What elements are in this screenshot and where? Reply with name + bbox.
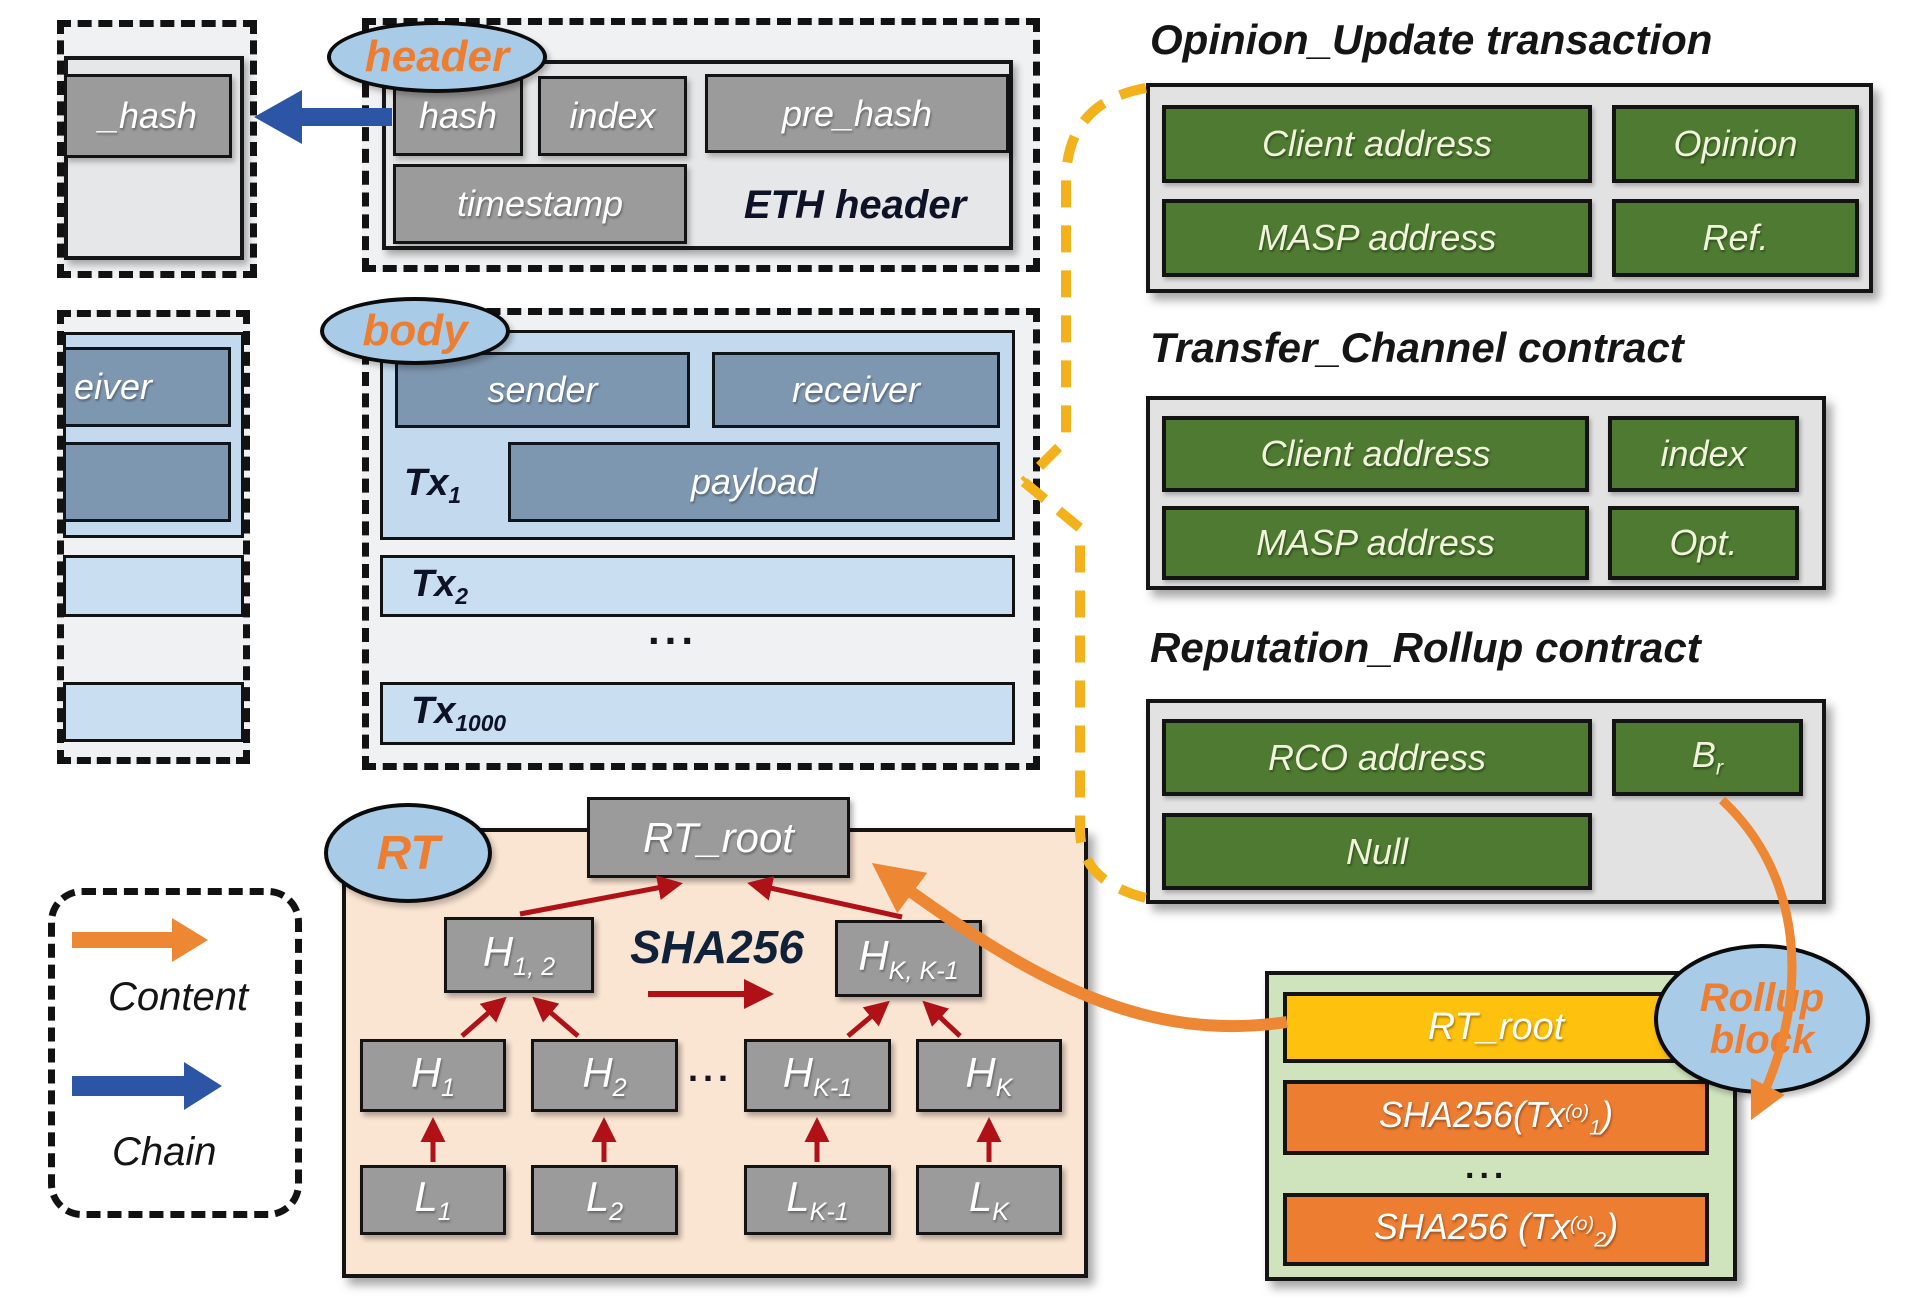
rollup-rt-root-box: RT_root <box>1283 992 1709 1063</box>
prev-tx1000-row <box>63 682 244 742</box>
index-label: index <box>569 95 656 136</box>
timestamp-field: timestamp <box>393 164 687 244</box>
legend-content-label: Content <box>108 975 249 1019</box>
br-cell: Br <box>1612 719 1803 796</box>
transfer-client-address-cell: Client address <box>1162 416 1589 492</box>
prev-hash-field: _hash <box>64 74 232 158</box>
tx1000-row: Tx1000 <box>380 682 1015 745</box>
rollup-hash1-box: SHA256(Tx(o)1) <box>1283 1080 1709 1155</box>
sender-field: sender <box>395 352 690 428</box>
prev-receiver-label: eiver <box>74 366 153 407</box>
opinion-client-address-cell: Client address <box>1162 105 1592 183</box>
hk-node: HK <box>916 1039 1062 1112</box>
prev-hash-label: _hash <box>98 95 198 136</box>
tx2-row: Tx2 <box>380 555 1015 617</box>
l2-node: L2 <box>531 1165 678 1235</box>
rollup-ellipse-line1: Rollup <box>1699 976 1825 1020</box>
prev-tx2-row <box>63 555 244 617</box>
header-ellipse: header <box>327 21 547 93</box>
opinion-masp-address-cell: MASP address <box>1162 199 1592 277</box>
rollup-ellipse: Rollup block <box>1654 944 1870 1094</box>
lk-node: LK <box>916 1165 1062 1235</box>
opinion-update-title: Opinion_Update transaction <box>1150 16 1713 63</box>
payload-field: payload <box>508 442 1000 522</box>
hk1-node: HK-1 <box>744 1039 891 1112</box>
opinion-cell: Opinion <box>1612 105 1859 183</box>
receiver-field: receiver <box>712 352 1000 428</box>
prev-payload-field <box>63 442 231 522</box>
rt-root-node: RT_root <box>587 797 850 878</box>
transfer-index-cell: index <box>1608 416 1799 492</box>
tx1-label: Tx1 <box>404 462 462 508</box>
opinion-ref-cell: Ref. <box>1612 199 1859 277</box>
transfer-masp-address-cell: MASP address <box>1162 506 1589 580</box>
timestamp-label: timestamp <box>456 183 624 224</box>
header-ellipse-label: header <box>364 32 510 81</box>
hash-label: hash <box>418 95 498 136</box>
receiver-label: receiver <box>791 369 921 410</box>
rollup-hash2-box: SHA256 (Tx(o)2) <box>1283 1193 1709 1266</box>
rt-ellipse-label: RT <box>376 826 440 880</box>
tx2-label: Tx2 <box>411 562 469 609</box>
body-dots: ... <box>648 606 699 653</box>
body-ellipse-label: body <box>362 306 468 355</box>
lk1-node: LK-1 <box>744 1165 891 1235</box>
h12-node: H1, 2 <box>444 917 594 993</box>
sha256-label: SHA256 <box>630 921 804 973</box>
reputation-rollup-title: Reputation_Rollup contract <box>1150 624 1701 671</box>
transfer-opt-cell: Opt. <box>1608 506 1799 580</box>
transfer-channel-title: Transfer_Channel contract <box>1150 324 1684 371</box>
payload-label: payload <box>690 461 818 502</box>
legend-chain-label: Chain <box>112 1130 217 1174</box>
body-ellipse: body <box>320 297 510 365</box>
rollup-dots: ... <box>1465 1148 1509 1186</box>
payload-opinion-dashed-link <box>1020 83 1147 486</box>
null-cell: Null <box>1162 813 1592 890</box>
tx1000-label: Tx1000 <box>411 690 507 736</box>
rco-address-cell: RCO address <box>1162 719 1592 796</box>
sender-label: sender <box>487 369 598 410</box>
h1-node: H1 <box>360 1039 506 1112</box>
tree-dots: ... <box>688 1048 734 1089</box>
eth-header-title: ETH header <box>743 182 967 227</box>
hkk1-node: HK, K-1 <box>835 920 982 997</box>
pre-hash-field: pre_hash <box>705 74 1009 153</box>
index-field: index <box>538 76 687 156</box>
rollup-ellipse-line2: block <box>1709 1018 1815 1062</box>
l1-node: L1 <box>360 1165 506 1235</box>
prev-receiver-field: eiver <box>63 347 231 427</box>
pre-hash-label: pre_hash <box>781 92 933 134</box>
rt-ellipse: RT <box>324 803 492 903</box>
h2-node: H2 <box>531 1039 678 1112</box>
